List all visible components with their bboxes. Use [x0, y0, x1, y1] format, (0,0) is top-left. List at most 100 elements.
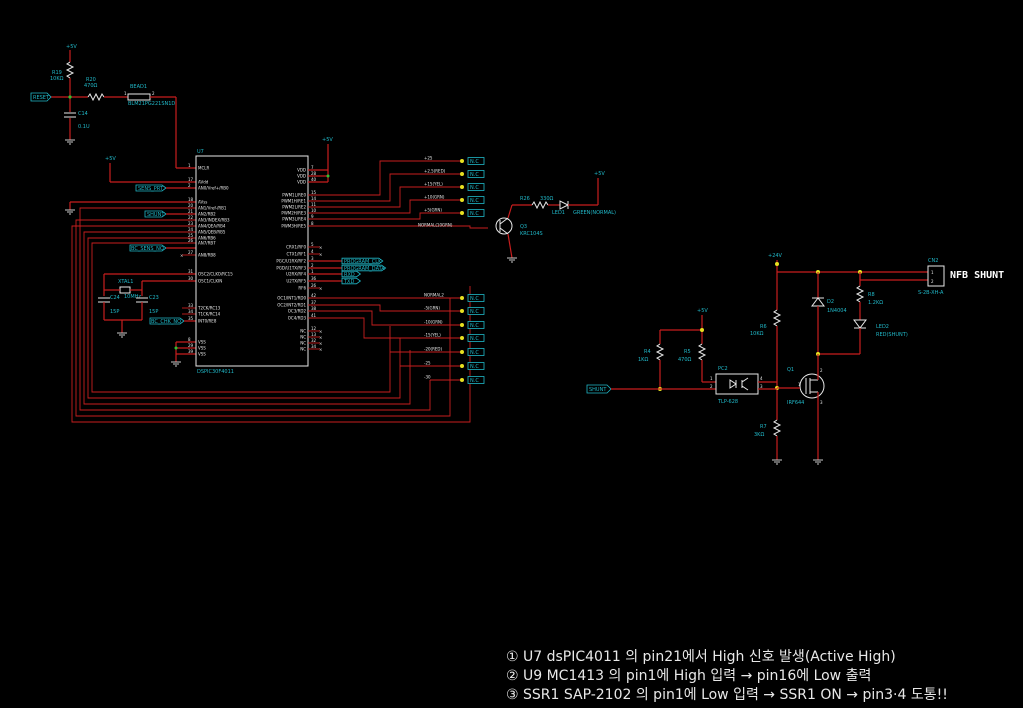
sens-port	[135, 184, 167, 192]
nc-box-label: N.C	[470, 336, 479, 342]
cn2-value: S-2B-XH-A	[918, 290, 944, 296]
vcc-top-label: +5V	[66, 44, 77, 50]
oc-net-label: -30	[424, 375, 431, 380]
c14-label: C14	[78, 111, 88, 117]
led1-label: LED1	[552, 210, 565, 216]
u7-pin-number: 30	[188, 276, 194, 281]
program-port	[341, 257, 384, 265]
vcc-u7-label: +5V	[322, 137, 333, 143]
u7-pin-number: 2	[311, 263, 314, 268]
bc-port	[129, 244, 167, 252]
q3-label: Q3	[520, 224, 527, 230]
u7-pin-number: 4	[311, 249, 314, 254]
r5-label: R5	[684, 349, 691, 355]
r8-value: 1.2KΩ	[868, 300, 883, 306]
svg-text:1: 1	[124, 91, 127, 96]
u7-pin-name: PGC/U1RX/RF2	[276, 259, 306, 264]
u7-pin-name: AN6/RB6	[198, 236, 216, 241]
u7-pin-number: 14	[311, 196, 317, 201]
u7-pin-number: 29	[188, 343, 194, 348]
c14-value: 0.1U	[78, 124, 90, 130]
note-2: ② U9 MC1413 의 pin1에 High 입력 → pin16에 Low…	[506, 668, 872, 684]
u7-pin-name: PWM3L/RE4	[282, 217, 306, 222]
u7-pin-name: U2TX/RF5	[286, 279, 306, 284]
u7-pin-name: AN8/RB8	[198, 253, 216, 258]
cn2-pin-1: 1	[931, 270, 934, 275]
oc-net-labels: NORMAL2-5(GRN)-10(GRN)-15(YEL)-20(RED)-2…	[424, 293, 444, 380]
u7-pin-name: OC4/RD3	[288, 316, 307, 321]
u7-pin-name: VSS	[198, 352, 206, 357]
q1-pin-3: 3	[820, 400, 823, 405]
led2-value: RED(SHUNT)	[876, 332, 908, 338]
pwm-net-label: +10(GRN)	[424, 195, 445, 200]
pwm-net-label: +15(YEL)	[424, 182, 443, 187]
nc-box-label: N.C	[470, 309, 479, 315]
u7-pin-number: 38	[311, 306, 317, 311]
svg-text:×: ×	[319, 341, 322, 346]
u7-pin-number: 33	[188, 303, 194, 308]
u7-pin-number: 2	[188, 183, 191, 188]
u7-pin-name: AN4/QEA/RB4	[198, 224, 226, 229]
u7-pin-name: U2RX/RF4	[286, 272, 306, 277]
d2-label: D2	[827, 299, 834, 305]
nc-box-label: N.C	[470, 172, 479, 178]
svg-text:×: ×	[319, 347, 322, 352]
q1-pin-2: 2	[820, 368, 823, 373]
program-port	[341, 277, 362, 285]
sens-port-label: SENS_PRT	[138, 186, 164, 192]
u7-pin-name: AN3/INDEX/RB3	[198, 218, 230, 223]
u7-pin-name: OSC2/CLKO/RC15	[198, 272, 233, 277]
pc2-pin-2: 2	[710, 384, 713, 389]
u7-pin-name: NC	[300, 335, 306, 340]
u7-pin-number: 7	[311, 165, 314, 170]
u7-pin-name: OSC1/CLKIN	[198, 279, 222, 284]
bc-port-label: BC_SENS_NO	[131, 246, 164, 252]
c24-value: 15P	[110, 309, 119, 315]
q1-label: Q1	[787, 367, 794, 373]
r6-value: 10KΩ	[750, 331, 764, 337]
shunt-port-right	[586, 384, 612, 394]
nc-box	[467, 157, 485, 165]
u7-pin-number: 9	[311, 214, 314, 219]
cn2-pin-2: 2	[931, 279, 934, 284]
explanation-notes: ① U7 dsPIC4011 의 pin21에서 High 신호 발생(Acti…	[506, 648, 948, 705]
bead-label: BEAD1	[130, 84, 147, 90]
xtal-value: 10MHz	[124, 294, 141, 300]
u7-pin-number: 12	[311, 326, 317, 331]
u7-pin-number: 1	[311, 269, 314, 274]
xtal-label: XTAL1	[118, 279, 133, 285]
cn2-label: CN2	[928, 258, 938, 264]
u7-pin-number: 25	[188, 233, 194, 238]
pc2-pin-4: 4	[760, 376, 763, 381]
u7-pin-number: 11	[311, 202, 317, 207]
svg-text:×: ×	[180, 253, 183, 258]
nc-box-label: N.C	[470, 378, 479, 384]
reset-port-label: RESET	[33, 95, 50, 101]
r-led-value: 330Ω	[540, 196, 554, 202]
r-led-label: R26	[520, 196, 530, 202]
d2-value: 1N4004	[827, 308, 847, 314]
pwm-net-label: +25	[424, 156, 433, 161]
shunt-circuit: +24V R6 10KΩ R7 3KΩ D2 1N4004 R8 1.2KΩ	[586, 253, 1004, 465]
u7-pin-name: PWM1H/RE1	[281, 199, 306, 204]
nc-box-label: N.C	[470, 185, 479, 191]
oc-net-label: NORMAL2	[424, 293, 444, 298]
u7-right-nets: +25+2.5(RED)+15(YEL)+10(GRN)+5(GRN)NORMA…	[308, 156, 616, 384]
int-port-label: BC_CHK_NO	[151, 319, 181, 325]
u7-pin-name: VDD	[297, 174, 306, 179]
program-port-label: PROGRAM_CLK	[344, 259, 382, 265]
u7-pin-number: 26	[311, 283, 317, 288]
v24-label: +24V	[768, 253, 783, 259]
avdd-supply: +5V	[105, 156, 196, 183]
nc-box	[467, 334, 485, 342]
u7-ic: U7 DSPIC30F4011 MCLR1AVdd17AN0/Vref+/RB0…	[188, 137, 333, 375]
nc-box	[467, 196, 485, 204]
svg-text:×: ×	[319, 329, 322, 334]
r6-label: R6	[760, 324, 767, 330]
bead-value: BLM21PG221SN1D	[128, 101, 175, 107]
u7-pin-name: AVss	[198, 200, 207, 205]
u7-pin-number: 32	[311, 338, 317, 343]
pc2-label: PC2	[718, 366, 728, 372]
u7-pin-name: AN1/Vref-/RB1	[198, 206, 227, 211]
